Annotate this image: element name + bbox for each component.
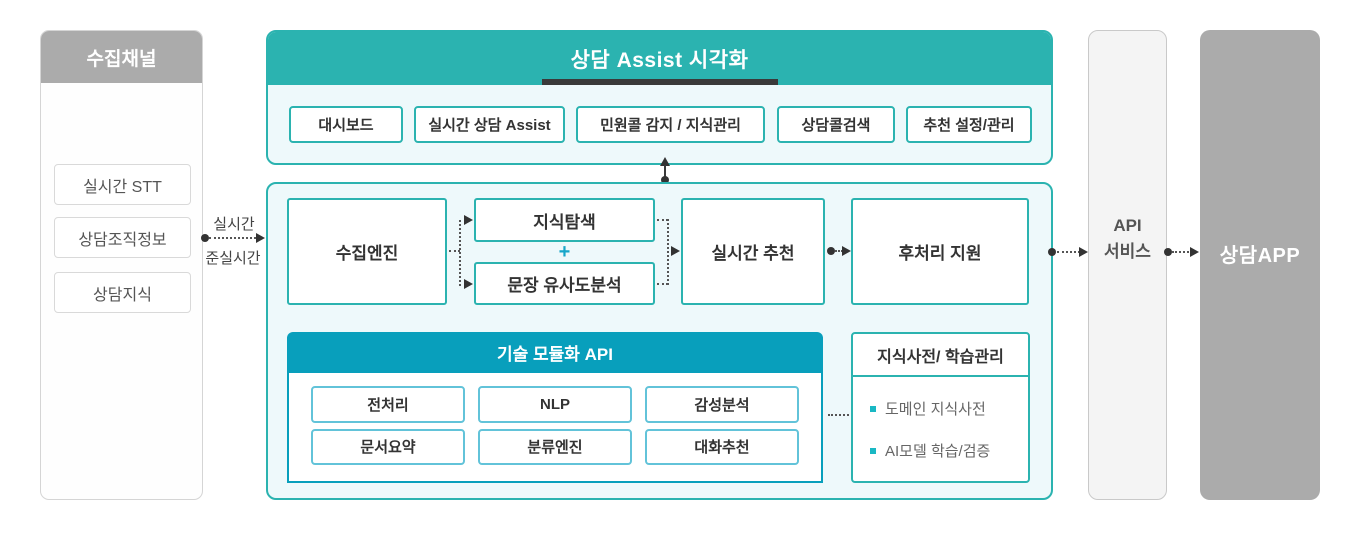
tech-item-dialog-recommend: 대화추천 xyxy=(645,428,799,465)
knowledge-dict-panel: 지식사전/ 학습관리 도메인 지식사전 AI모델 학습/검증 xyxy=(851,332,1030,483)
flow-label-near-realtime: 준실시간 xyxy=(205,250,261,267)
collection-channel-title: 수집채널 xyxy=(86,48,157,70)
arrowhead-right-icon xyxy=(256,233,265,243)
square-bullet-icon xyxy=(870,447,876,454)
source-item-counsel-knowledge: 상담지식 xyxy=(54,272,191,313)
connector-dot-icon xyxy=(827,247,835,255)
arrowhead-up-icon xyxy=(660,157,670,166)
knowledge-dict-header: 지식사전/ 학습관리 xyxy=(853,334,1028,377)
arrowhead-right-icon xyxy=(842,246,851,256)
knowledge-dict-items: 도메인 지식사전 AI모델 학습/검증 xyxy=(853,377,1028,461)
assist-visualization-header: 상담 Assist 시각화 xyxy=(268,32,1051,85)
tech-item-sentiment: 감성분석 xyxy=(645,386,799,423)
tech-module-body: 전처리 NLP 감성분석 문서요약 분류엔진 대화추천 xyxy=(287,373,823,483)
assist-visualization-panel: 상담 Assist 시각화 대시보드 실시간 상담 Assist 민원콜 감지 … xyxy=(266,30,1053,165)
dotted-line-icon xyxy=(1057,251,1080,253)
tech-item-doc-summary: 문서요약 xyxy=(311,428,465,465)
viz-item-call-search: 상담콜검색 xyxy=(777,106,895,143)
dotted-line-icon xyxy=(449,250,460,252)
connector-dot-icon xyxy=(1048,248,1056,256)
arrowhead-right-icon xyxy=(671,246,680,256)
collection-channel-header: 수집채널 xyxy=(41,31,202,83)
api-service-panel: API 서비스 xyxy=(1088,30,1167,500)
collection-channel-panel: 수집채널 실시간 STT 상담조직정보 상담지식 xyxy=(40,30,203,500)
dotted-line-icon xyxy=(209,237,256,239)
plus-icon: + xyxy=(558,241,571,263)
counsel-app-title: 상담APP xyxy=(1219,244,1301,267)
tech-module-panel: 기술 모듈화 API 전처리 NLP 감성분석 문서요약 분류엔진 대화추천 xyxy=(287,332,823,483)
dict-item-ai-model-training: AI모델 학습/검증 xyxy=(870,440,1018,461)
api-service-title: API 서비스 xyxy=(1104,215,1151,261)
arrowhead-right-icon xyxy=(1190,247,1199,257)
source-item-realtime-stt: 실시간 STT xyxy=(54,164,191,205)
counsel-app-panel: 상담APP xyxy=(1200,30,1320,500)
viz-item-complaint-detect: 민원콜 감지 / 지식관리 xyxy=(576,106,765,143)
dict-item-domain-dictionary: 도메인 지식사전 xyxy=(870,398,1018,419)
connector-dot-icon xyxy=(1164,248,1172,256)
square-bullet-icon xyxy=(870,405,876,412)
dotted-line-icon xyxy=(828,414,849,416)
node-sentence-similarity: 문장 유사도분석 xyxy=(474,262,655,305)
connector-line-icon xyxy=(664,165,666,178)
tech-item-classify-engine: 분류엔진 xyxy=(478,428,632,465)
viz-item-dashboard: 대시보드 xyxy=(289,106,403,143)
viz-item-recommend-settings: 추천 설정/관리 xyxy=(906,106,1032,143)
dotted-line-icon xyxy=(459,220,461,286)
node-realtime-recommend: 실시간 추천 xyxy=(681,198,825,305)
connector-dot-icon xyxy=(201,234,209,242)
dotted-line-icon xyxy=(835,250,843,252)
arrowhead-right-icon xyxy=(464,215,473,225)
connector-dot-icon xyxy=(661,176,669,184)
dotted-line-icon xyxy=(667,219,669,285)
tech-module-title: 기술 모듈화 API xyxy=(497,345,613,364)
dotted-line-icon xyxy=(657,283,668,285)
arrowhead-right-icon xyxy=(1079,247,1088,257)
source-item-counsel-org-info: 상담조직정보 xyxy=(54,217,191,258)
arrowhead-right-icon xyxy=(464,279,473,289)
tech-module-header: 기술 모듈화 API xyxy=(287,332,823,373)
viz-item-realtime-assist: 실시간 상담 Assist xyxy=(414,106,565,143)
tech-item-nlp: NLP xyxy=(478,386,632,423)
node-collect-engine: 수집엔진 xyxy=(287,198,447,305)
node-postprocess-support: 후처리 지원 xyxy=(851,198,1029,305)
tech-item-preprocess: 전처리 xyxy=(311,386,465,423)
flow-label-realtime: 실시간 xyxy=(213,216,255,233)
dotted-line-icon xyxy=(1172,251,1192,253)
node-knowledge-search: 지식탐색 xyxy=(474,198,655,242)
title-underline xyxy=(541,79,778,85)
assist-visualization-title: 상담 Assist 시각화 xyxy=(570,48,749,72)
dotted-line-icon xyxy=(657,219,668,221)
